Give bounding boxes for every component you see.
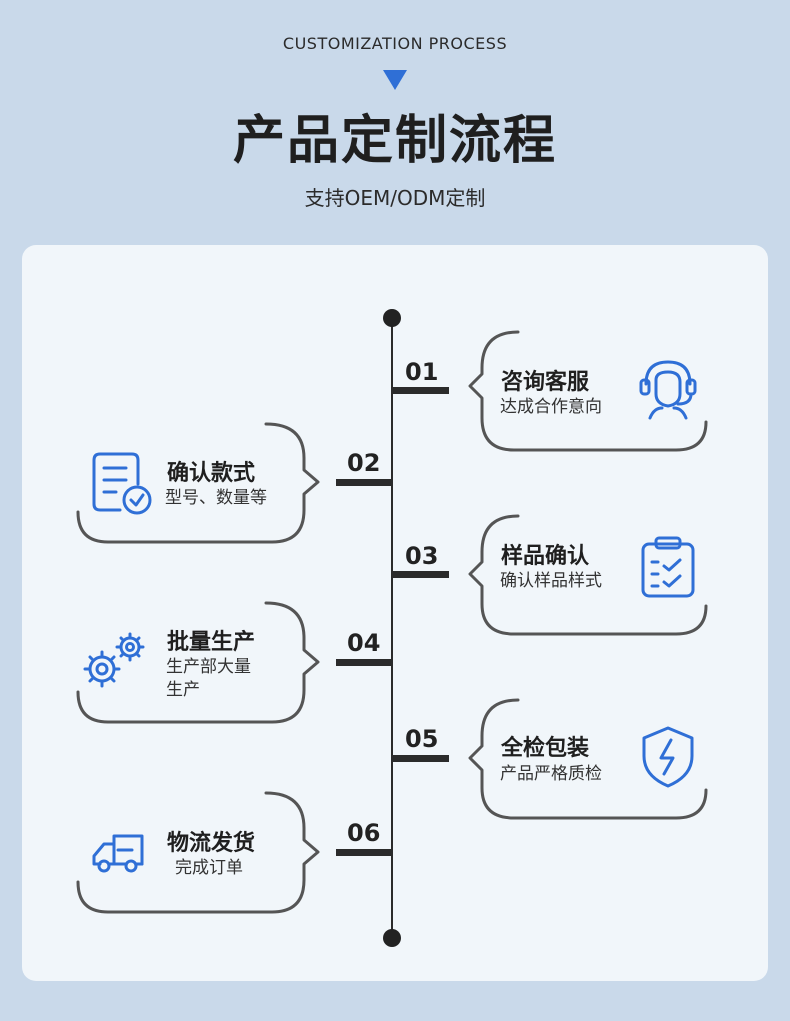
step-title-01: 咨询客服 bbox=[501, 370, 590, 395]
step-desc-06: 完成订单 bbox=[175, 858, 243, 878]
tick-bar-04 bbox=[336, 659, 393, 666]
card-bracket-01 bbox=[468, 330, 708, 452]
step-desc-04-line1: 生产部大量 bbox=[166, 657, 251, 677]
shield-bolt-icon bbox=[642, 726, 694, 788]
card-bracket-04 bbox=[76, 601, 320, 724]
step-title-02: 确认款式 bbox=[167, 461, 256, 486]
step-number-06: 06 bbox=[347, 819, 381, 847]
timeline-start-dot bbox=[383, 309, 401, 327]
step-number-03: 03 bbox=[405, 542, 439, 570]
gears-icon bbox=[83, 632, 145, 688]
step-number-05: 05 bbox=[405, 725, 439, 753]
page-title: 产品定制流程 bbox=[232, 111, 557, 171]
tick-bar-05 bbox=[392, 755, 449, 762]
tick-bar-03 bbox=[392, 571, 449, 578]
timeline-end-dot bbox=[383, 929, 401, 947]
step-desc-05: 产品严格质检 bbox=[500, 764, 602, 784]
step-title-06: 物流发货 bbox=[167, 831, 256, 856]
card-bracket-02 bbox=[76, 422, 320, 544]
chevron-down-icon bbox=[383, 70, 407, 90]
step-title-04: 批量生产 bbox=[167, 630, 256, 655]
step-number-04: 04 bbox=[347, 629, 381, 657]
tick-bar-06 bbox=[336, 849, 393, 856]
card-bracket-03 bbox=[468, 514, 708, 636]
truck-icon bbox=[92, 834, 144, 873]
step-title-05: 全检包装 bbox=[501, 736, 590, 761]
clipboard-check-icon bbox=[641, 536, 695, 598]
step-desc-02: 型号、数量等 bbox=[165, 488, 267, 508]
card-bracket-05 bbox=[468, 698, 708, 820]
step-title-03: 样品确认 bbox=[501, 544, 590, 569]
tick-bar-02 bbox=[336, 479, 393, 486]
tick-bar-01 bbox=[392, 387, 449, 394]
step-desc-03: 确认样品样式 bbox=[500, 571, 602, 591]
step-desc-01: 达成合作意向 bbox=[500, 397, 602, 417]
step-number-02: 02 bbox=[347, 449, 381, 477]
process-panel bbox=[22, 245, 768, 981]
step-desc-04-line2: 生产 bbox=[166, 680, 200, 700]
step-number-01: 01 bbox=[405, 358, 439, 386]
card-bracket-06 bbox=[76, 791, 320, 914]
page-subtitle: 支持OEM/ODM定制 bbox=[304, 186, 486, 210]
header-eyebrow: CUSTOMIZATION PROCESS bbox=[282, 34, 508, 53]
customer-service-icon bbox=[639, 360, 697, 420]
document-check-icon bbox=[92, 452, 152, 515]
